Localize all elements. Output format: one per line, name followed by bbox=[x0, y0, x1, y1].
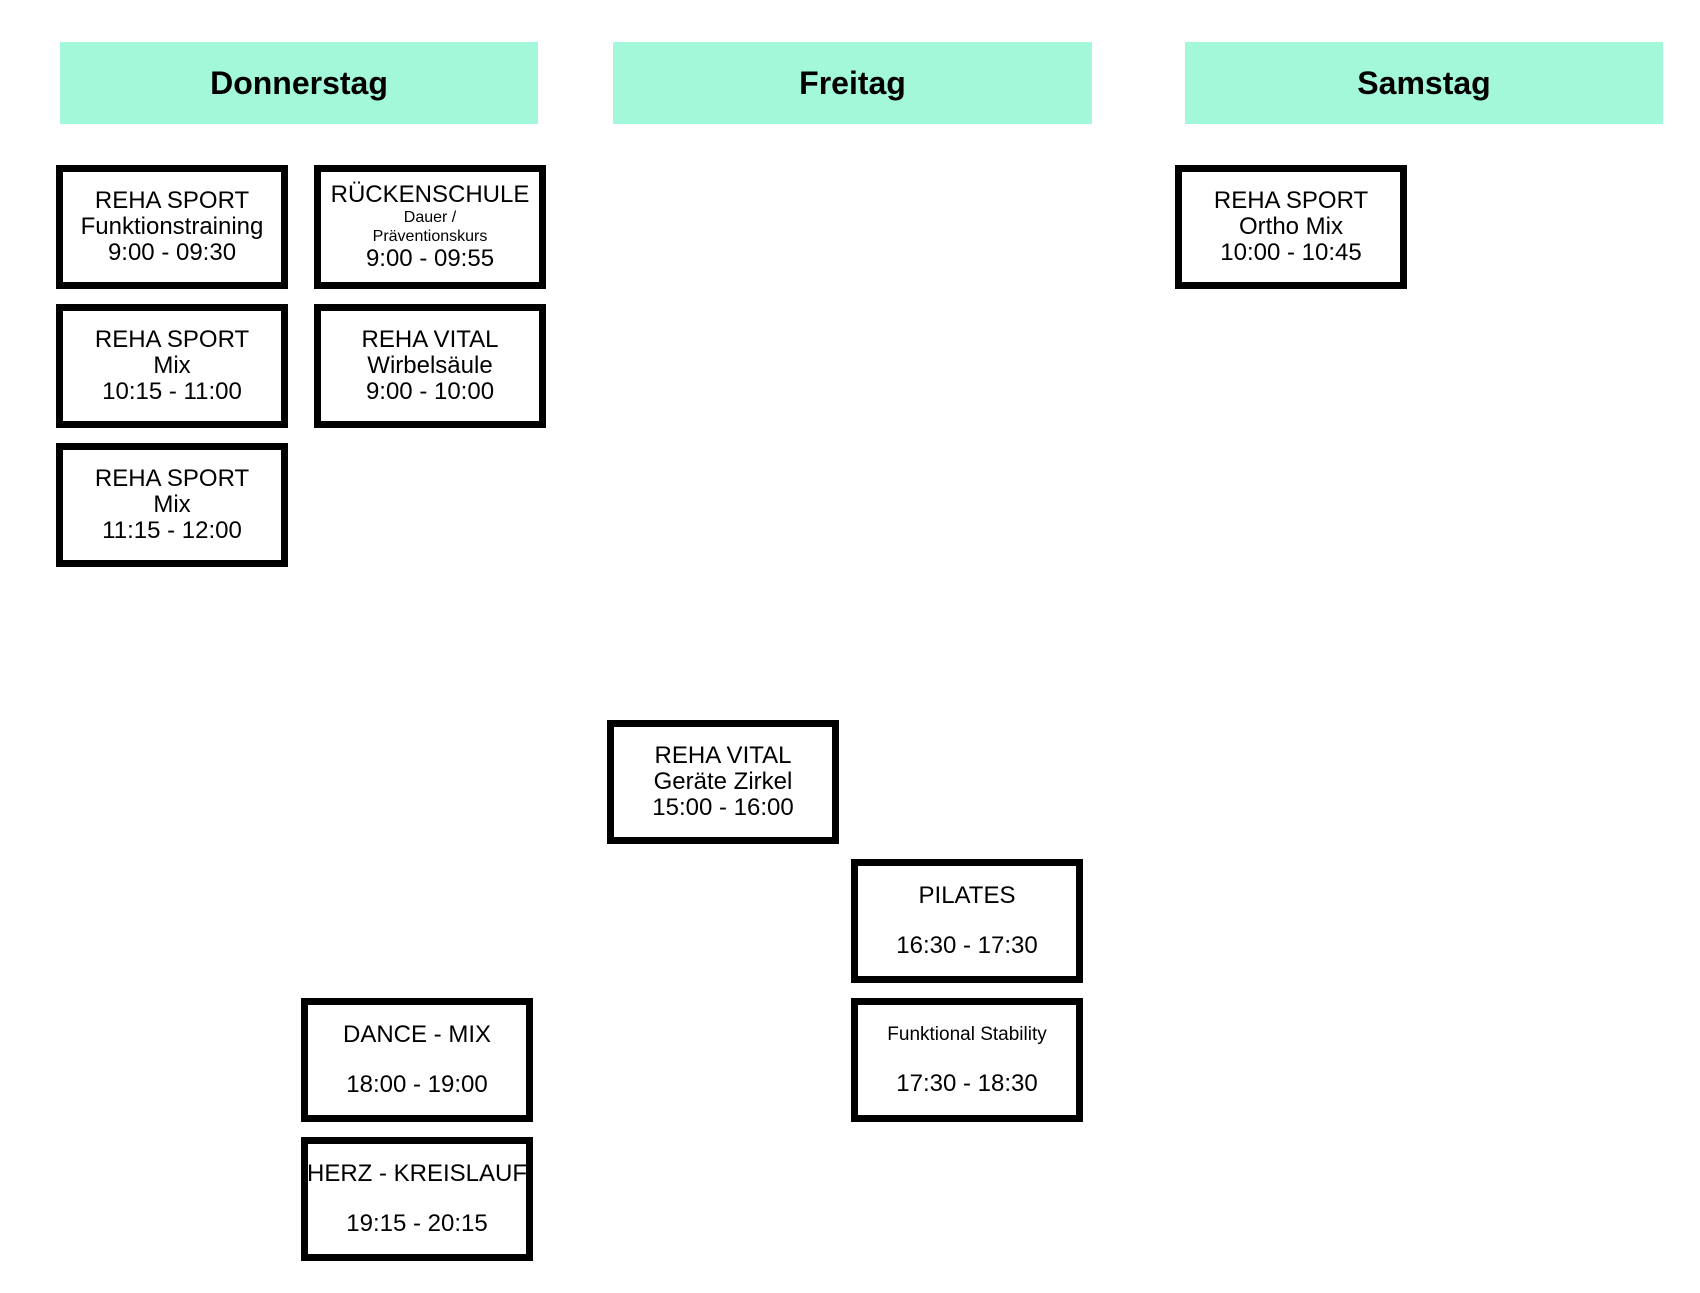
course-card-reha-vital-geraete-zirkel[interactable]: REHA VITAL Geräte Zirkel 15:00 - 16:00 bbox=[607, 720, 839, 844]
course-card-reha-vital-wirbelsaeule[interactable]: REHA VITAL Wirbelsäule 9:00 - 10:00 bbox=[314, 304, 546, 428]
course-title: DANCE - MIX bbox=[342, 1021, 491, 1048]
course-title: Funktional Stability bbox=[887, 1024, 1047, 1045]
course-note: Präventionskurs bbox=[372, 228, 488, 245]
course-time: 9:00 - 09:30 bbox=[107, 239, 237, 266]
course-card-herz-kreislauf[interactable]: HERZ - KREISLAUF 19:15 - 20:15 bbox=[301, 1137, 533, 1261]
course-subtitle: Geräte Zirkel bbox=[653, 768, 793, 795]
course-card-funktional-stability[interactable]: Funktional Stability 17:30 - 18:30 bbox=[851, 998, 1083, 1122]
course-time: 17:30 - 18:30 bbox=[896, 1070, 1038, 1097]
course-title: HERZ - KREISLAUF bbox=[306, 1160, 528, 1187]
course-time: 16:30 - 17:30 bbox=[896, 932, 1038, 959]
course-card-dance-mix[interactable]: DANCE - MIX 18:00 - 19:00 bbox=[301, 998, 533, 1122]
course-time: 19:15 - 20:15 bbox=[346, 1210, 488, 1237]
course-card-pilates[interactable]: PILATES 16:30 - 17:30 bbox=[851, 859, 1083, 983]
course-title: REHA SPORT bbox=[1213, 187, 1369, 214]
course-title: REHA SPORT bbox=[94, 187, 250, 214]
course-time: 9:00 - 10:00 bbox=[365, 378, 495, 405]
course-subtitle: Wirbelsäule bbox=[367, 352, 493, 379]
course-title: REHA VITAL bbox=[654, 742, 792, 769]
course-card-reha-sport-funktionstraining[interactable]: REHA SPORT Funktionstraining 9:00 - 09:3… bbox=[56, 165, 288, 289]
course-time: 10:00 - 10:45 bbox=[1220, 239, 1362, 266]
course-note: Dauer / bbox=[403, 209, 457, 226]
day-header-friday: Freitag bbox=[613, 42, 1092, 124]
course-card-reha-sport-ortho-mix[interactable]: REHA SPORT Ortho Mix 10:00 - 10:45 bbox=[1175, 165, 1407, 289]
course-card-reha-sport-mix-2[interactable]: REHA SPORT Mix 11:15 - 12:00 bbox=[56, 443, 288, 567]
course-title: PILATES bbox=[918, 882, 1016, 909]
course-time: 10:15 - 11:00 bbox=[102, 378, 242, 405]
course-card-rueckenschule[interactable]: RÜCKENSCHULE Dauer / Präventionskurs 9:0… bbox=[314, 165, 546, 289]
course-card-reha-sport-mix-1[interactable]: REHA SPORT Mix 10:15 - 11:00 bbox=[56, 304, 288, 428]
course-subtitle: Ortho Mix bbox=[1238, 213, 1343, 240]
course-title: REHA VITAL bbox=[361, 326, 499, 353]
course-title: RÜCKENSCHULE bbox=[330, 181, 530, 208]
course-title: REHA SPORT bbox=[94, 326, 250, 353]
course-time: 18:00 - 19:00 bbox=[346, 1071, 488, 1098]
course-time: 15:00 - 16:00 bbox=[652, 794, 794, 821]
course-time: 9:00 - 09:55 bbox=[365, 245, 495, 272]
course-subtitle: Mix bbox=[153, 491, 191, 518]
day-header-thursday: Donnerstag bbox=[60, 42, 538, 124]
course-subtitle: Mix bbox=[153, 352, 191, 379]
course-subtitle: Funktionstraining bbox=[80, 213, 264, 240]
day-header-saturday: Samstag bbox=[1185, 42, 1663, 124]
course-time: 11:15 - 12:00 bbox=[102, 517, 242, 544]
course-title: REHA SPORT bbox=[94, 465, 250, 492]
